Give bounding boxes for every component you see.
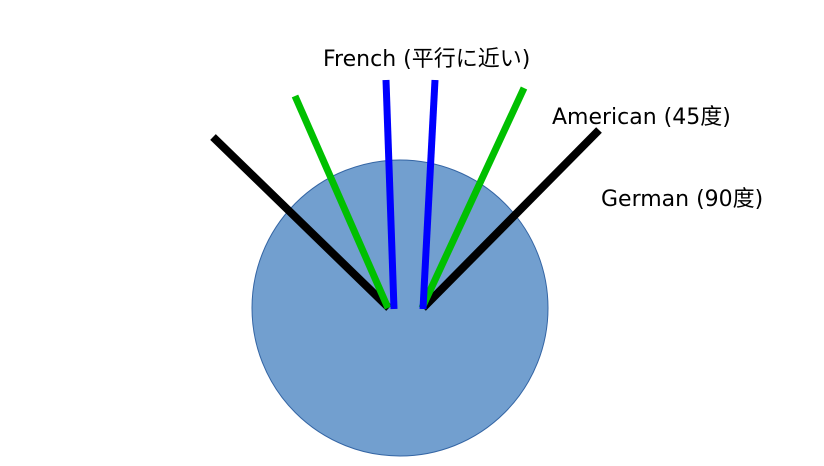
german-stick-right — [420, 127, 602, 311]
german-stick-left — [210, 134, 392, 311]
french-stick-right — [419, 79, 439, 310]
label-american: American (45度) — [552, 105, 731, 130]
drum-circle — [251, 159, 549, 457]
american-stick-left — [291, 94, 392, 310]
label-french: French (平行に近い) — [323, 47, 530, 72]
french-stick-left — [382, 79, 398, 310]
label-german: German (90度) — [601, 187, 763, 212]
american-stick-right — [418, 86, 528, 310]
